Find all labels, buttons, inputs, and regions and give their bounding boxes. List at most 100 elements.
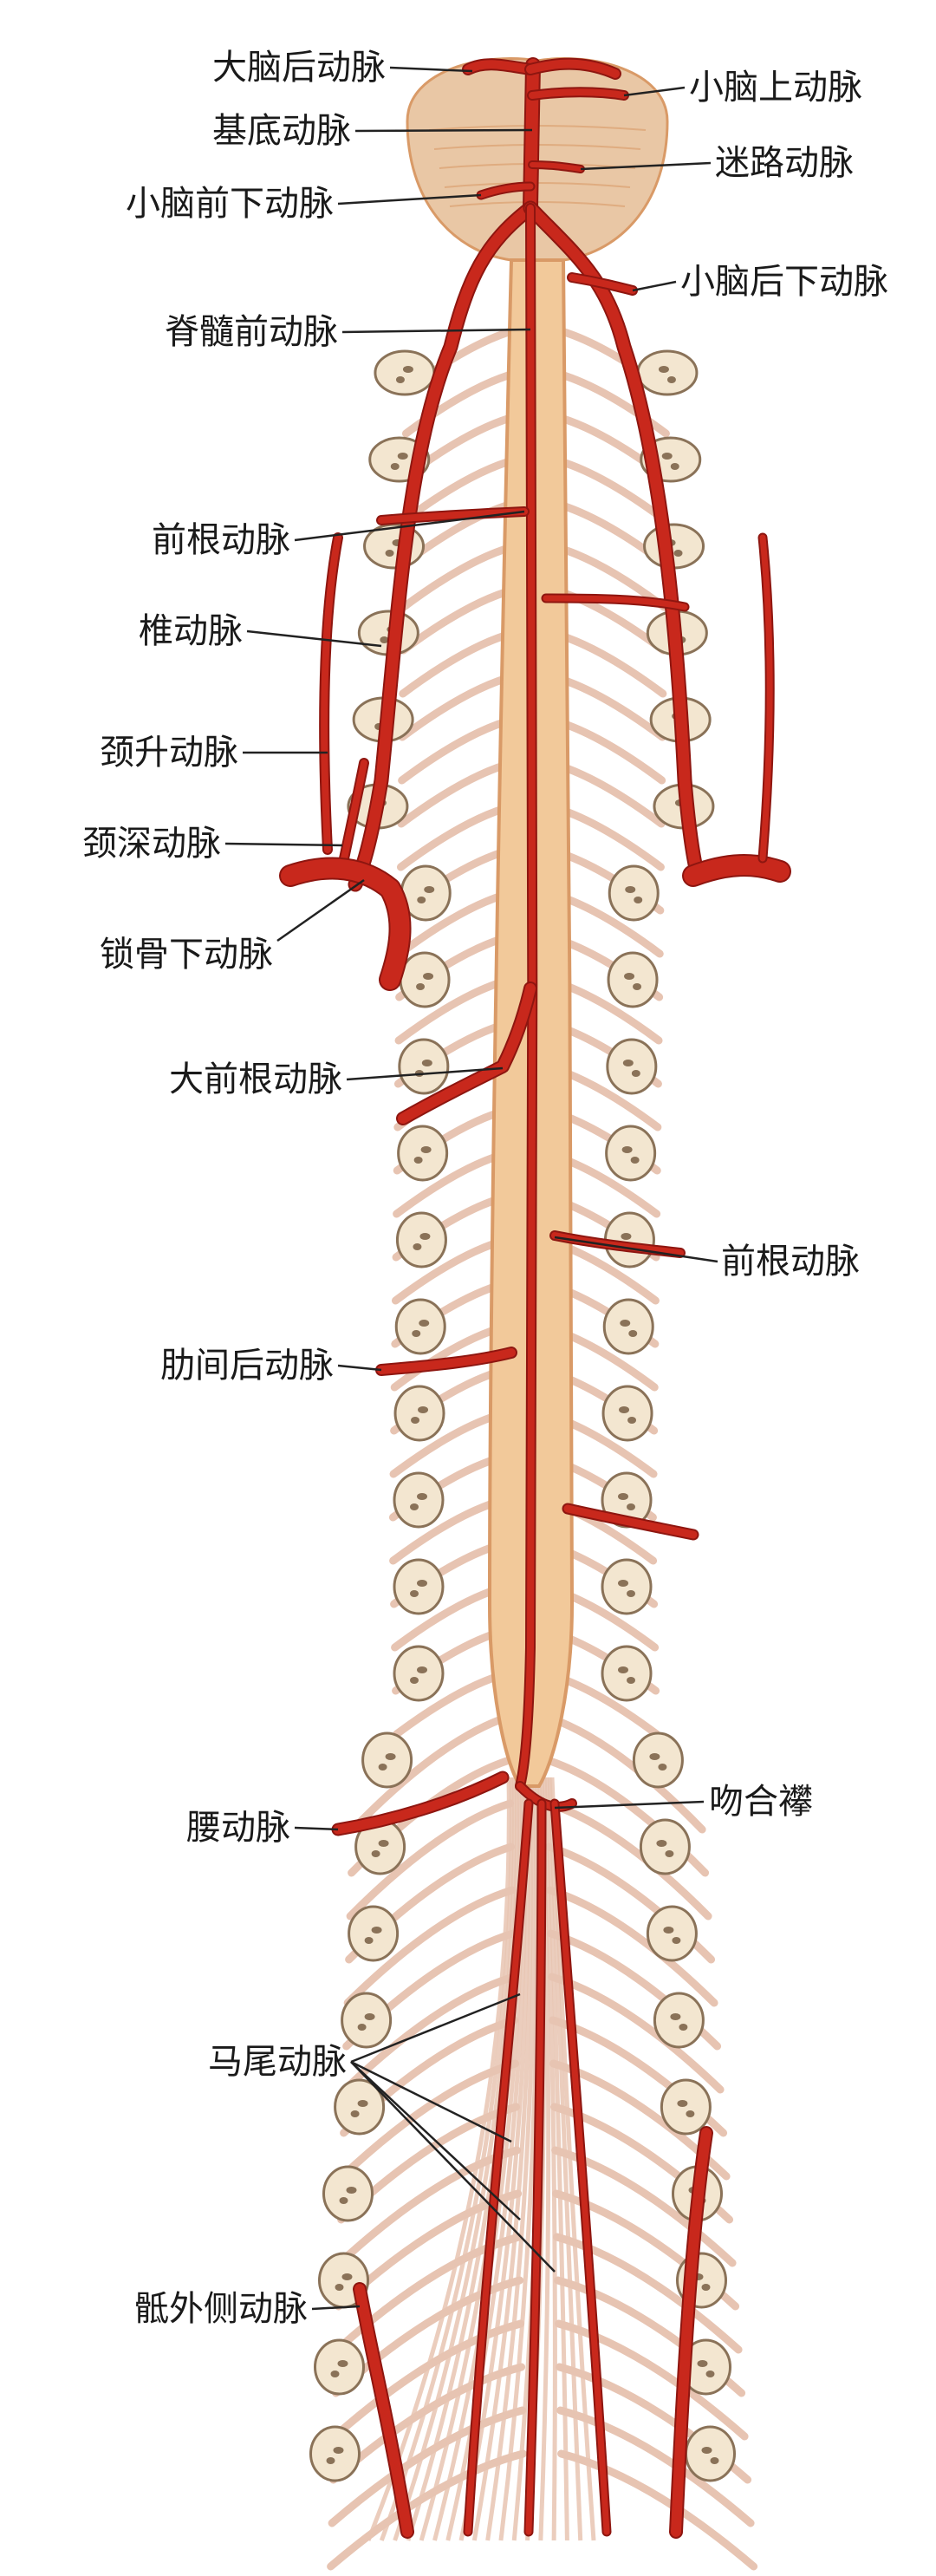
label-cauda-equina-artery: 马尾动脉 [208,2042,347,2082]
nerve-root-left [327,2449,528,2571]
vertebra-foramen [677,2100,688,2107]
vertebra-foramen [618,1493,628,1500]
nerve-root-left [346,1799,515,1921]
labyrinthine-artery [530,162,583,172]
vertebra-foramen [371,1927,382,1934]
vertebra-left [309,2425,361,2482]
vertebra-foramen [633,983,642,990]
label-great-anterior-radicular-artery: 大前根动脉 [169,1060,342,1099]
vertebra-left [314,2338,365,2396]
vertebra-foramen [410,1590,419,1597]
vertebra-foramen [413,1157,423,1164]
vertebra-foramen [705,2371,715,2377]
vertebra-right [639,1818,691,1875]
cauda-fiber [498,1777,539,2541]
anterior-radicular-artery-upper [378,508,528,524]
vertebra-foramen [357,2024,367,2031]
label-ascending-cervical-artery: 颈升动脉 [100,733,238,773]
vertebra-foramen [417,897,426,903]
ascending-cervical-artery-right [759,534,773,862]
vertebra-foramen [697,2360,708,2367]
vertebra-foramen [701,2447,712,2454]
vertebra-foramen [395,376,405,383]
vertebra-foramen [672,1937,681,1944]
leader-line [354,128,533,133]
vertebra-foramen [663,1927,674,1934]
vertebra-foramen [410,1503,419,1510]
vertebra-left [393,1558,445,1615]
vertebra-foramen [625,886,636,893]
vertebra-foramen [397,453,408,460]
nerve-root-left [330,2319,525,2441]
label-vertebral-artery: 椎动脉 [139,611,243,651]
subclavian-artery-left [281,858,410,989]
vertebra-foramen [673,550,683,557]
vertebra-foramen [350,2110,360,2117]
vertebra-left [395,1211,447,1268]
vertebra-foramen [701,2284,711,2291]
vertebra-foramen [419,1233,431,1240]
vertebral-artery-right [524,202,704,882]
vertebra-foramen [385,550,394,557]
vertebra-foramen [330,2371,340,2377]
radicular-branch-right [543,595,688,610]
vertebra-foramen [710,2457,719,2464]
leader-line [389,66,473,73]
cauda-equina-artery-3 [551,1800,610,2535]
vertebra-foramen [417,1666,427,1673]
vertebra-right [602,1298,654,1355]
vertebra-foramen [420,1146,432,1153]
label-lumbar-artery: 腰动脉 [186,1808,290,1848]
vertebra-foramen [418,1406,429,1413]
vertebra-right [601,1558,653,1615]
vertebra-left [393,1385,445,1442]
nerve-root-right [551,2146,737,2267]
vertebra-foramen [670,463,679,470]
vertebra-foramen [380,636,389,643]
vertebra-foramen [413,1243,422,1250]
vertebra-foramen [630,1157,640,1164]
vertebra-foramen [339,2197,348,2204]
vertebra-foramen [628,1330,638,1337]
vertebra-right [607,951,659,1008]
leader-line [350,2060,512,2143]
vertebra-right [636,349,699,396]
label-labyrinthine-artery: 迷路动脉 [715,143,854,183]
vertebra-foramen [618,1666,628,1673]
vertebra-foramen [627,1503,635,1510]
leader-line [554,1236,718,1263]
lateral-sacral-artery-right [671,2128,712,2537]
vertebra-foramen [417,1580,427,1587]
vertebra-foramen [417,1493,427,1500]
vertebra-foramen [416,983,426,990]
nerve-root-left [341,1973,518,2094]
vertebra-foramen [378,1764,387,1771]
leader-line [337,193,482,205]
label-lateral-sacral-artery: 骶外侧动脉 [134,2289,308,2329]
nerve-root-left [328,2406,527,2527]
vertebra-foramen [364,2013,375,2020]
vertebra-foramen [627,1677,635,1684]
vertebra-left [399,951,451,1008]
posterior-cerebral-artery-left [464,60,535,74]
posterior-inferior-cerebellar-artery [569,274,636,294]
vertebra-left [361,1731,413,1789]
vertebra-left [322,2165,374,2222]
vertebra-foramen [622,1060,634,1066]
label-anterior-radicular-artery-lower: 前根动脉 [721,1242,860,1281]
vertebra-right [601,1385,653,1442]
nerve-root-right [553,2233,743,2354]
vertebra-foramen [337,2360,348,2367]
nerve-root-right [543,1712,706,1834]
vertebra-foramen [621,1146,633,1153]
vertebra-foramen [627,1417,637,1424]
leader-line [350,2061,556,2273]
great-anterior-radicular-artery [398,983,536,1124]
vertebra-left [374,349,436,396]
vertebra-left [348,1905,400,1962]
vertebra-left [398,1038,450,1095]
vertebra-foramen [421,1060,432,1066]
vertebra-foramen [346,2187,357,2194]
subclavian-artery-right [684,856,790,885]
